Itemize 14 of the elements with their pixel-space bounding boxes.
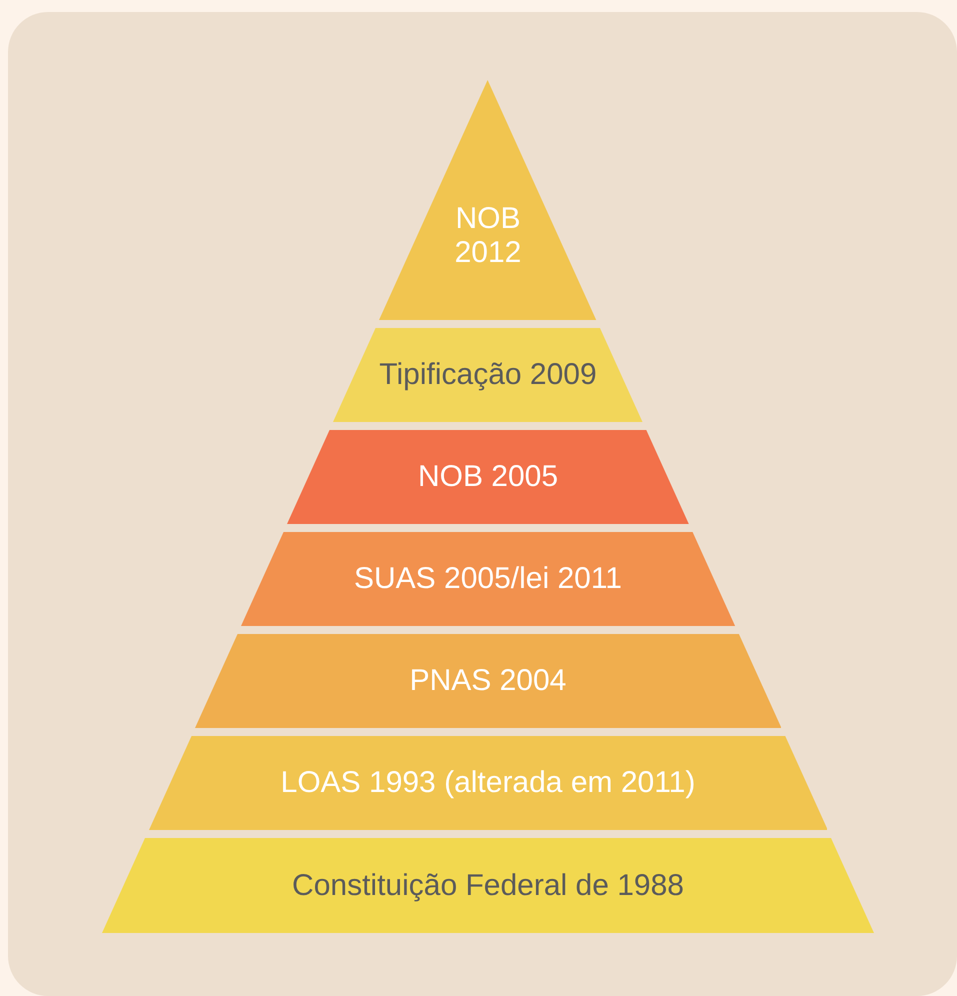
pyramid-tier xyxy=(287,430,689,524)
pyramid-tier xyxy=(148,736,828,830)
pyramid-tier xyxy=(240,532,736,626)
tier-label: Tipificação 2009 xyxy=(379,358,597,392)
tier-label: PNAS 2004 xyxy=(410,664,566,698)
pyramid-tier xyxy=(102,838,874,933)
tier-label: Constituição Federal de 1988 xyxy=(292,868,684,902)
tier-label: SUAS 2005/lei 2011 xyxy=(354,562,622,596)
pyramid-apex xyxy=(379,80,597,320)
pyramid-tier xyxy=(194,634,782,728)
pyramid-tier xyxy=(333,328,643,422)
tier-label: LOAS 1993 (alterada em 2011) xyxy=(280,766,696,800)
tier-label: NOB 2005 xyxy=(418,460,558,494)
tier-label: NOB 2012 xyxy=(454,202,522,270)
